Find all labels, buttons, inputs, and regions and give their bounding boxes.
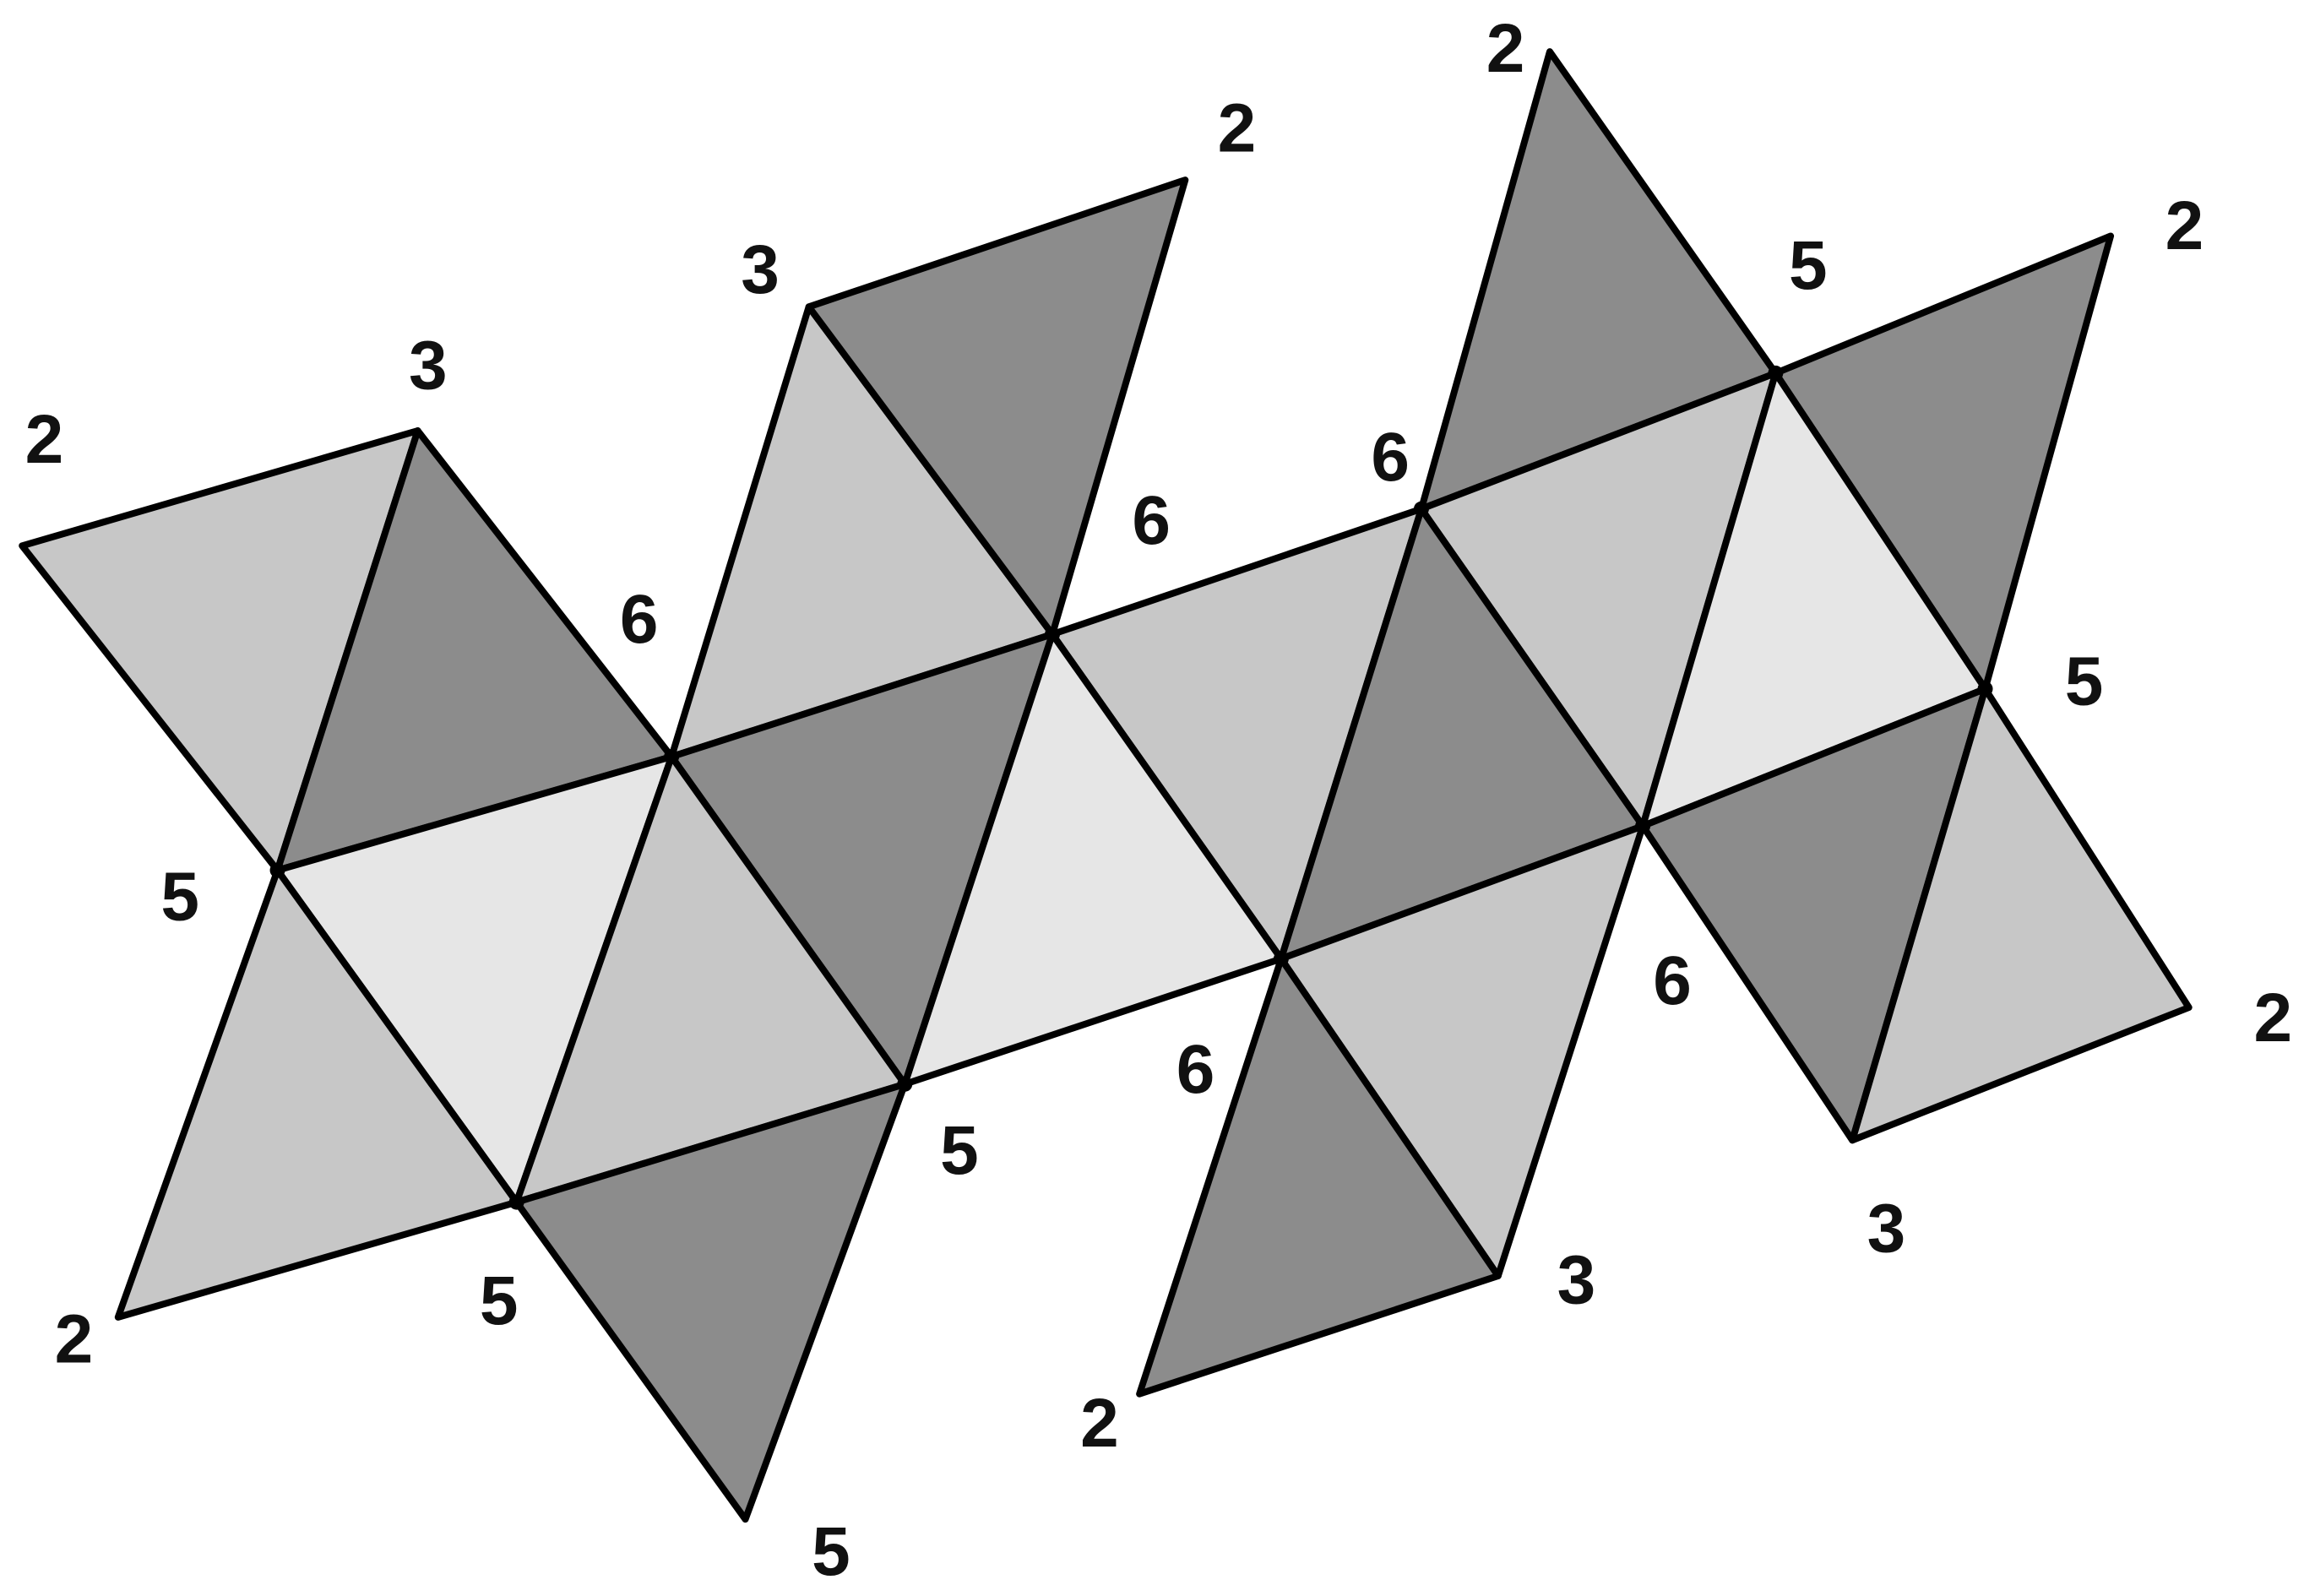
face-9 [513,1080,909,1523]
vertex-label-R: 2 [1080,1385,1119,1462]
vertex-dot-C [664,749,680,765]
vertex-label-P: 6 [1176,1031,1215,1108]
face-6 [805,176,1189,638]
vertex-labels: 2 3 6 5 5 2 3 2 6 5 5 2 2 5 6 6 3 2 5 2 6 3 [25,10,2292,1590]
vertex-label-E: 5 [480,1262,519,1339]
vertex-label-I: 6 [1132,482,1171,559]
vertex-label-M: 2 [2165,187,2204,264]
vertex-dot-I [1045,627,1061,643]
vertex-label-U: 6 [1653,942,1692,1019]
vertex-label-T: 2 [2253,980,2292,1056]
face-20 [1849,685,2193,1144]
vertex-label-C: 6 [620,581,659,658]
vertex-dot-P [1273,951,1289,967]
vertex-dot-S [1977,681,1993,697]
vertex-label-S: 5 [2065,643,2104,720]
vertex-dot-U [1635,818,1651,834]
vertex-label-B: 3 [409,328,448,404]
vertex-label-G: 3 [741,231,780,308]
vertex-label-F: 2 [55,1301,94,1378]
vertex-label-K: 5 [812,1513,850,1590]
vertex-label-Q: 3 [1557,1242,1596,1319]
net-faces [19,48,2193,1523]
vertex-dot-E [508,1194,524,1210]
vertex-dot-D [269,862,285,878]
vertex-label-J: 5 [940,1112,979,1189]
face-16 [1136,955,1502,1398]
vertex-dot-N [1768,365,1784,381]
net-vertices [269,365,1993,1210]
vertex-dot-O [1413,501,1429,517]
vertex-label-V: 3 [1867,1191,1906,1268]
vertex-label-H: 2 [1218,90,1257,166]
face-11 [901,631,1285,1088]
vertex-label-L: 2 [1486,10,1525,87]
vertex-label-O: 6 [1371,419,1410,496]
vertex-label-A: 2 [25,401,64,478]
face-4 [114,866,520,1321]
vertex-label-D: 5 [160,859,199,936]
vertex-dot-J [897,1076,913,1092]
vertex-label-N: 5 [1789,227,1828,304]
